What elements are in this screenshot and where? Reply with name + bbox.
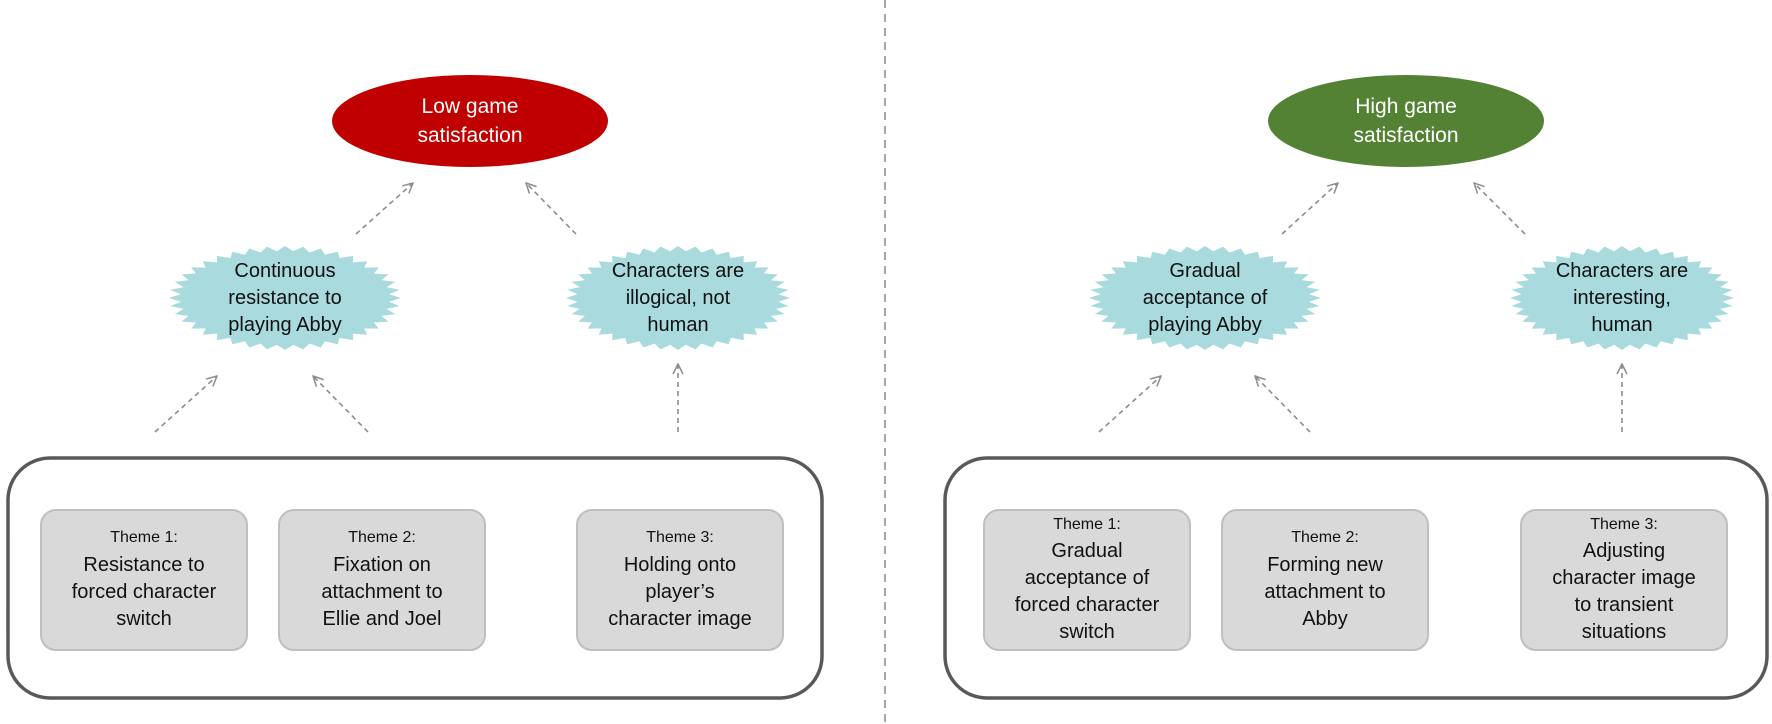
left-theme-1-number: Theme 1: [110,529,178,547]
right-arrow-theme2-to-factor1 [1255,376,1311,433]
right-factor-1-label: Gradual acceptance of playing Abby [1142,259,1268,336]
right-factor-1-burst [1089,246,1321,350]
right-arrow-factor2-to-outcome [1474,183,1526,235]
right-theme-3-number: Theme 3: [1590,515,1658,533]
right-factor-2-label: Characters are interesting, human [1555,259,1689,336]
low-satisfaction-oval [332,75,608,167]
left-arrow-factor1-to-outcome [355,183,413,235]
left-theme-3-card: Theme 3: Holding onto player’s character… [576,509,784,651]
high-satisfaction-label: High game satisfaction [1353,94,1459,147]
right-theme-2-text: Forming new attachment to Abby [1264,553,1386,630]
left-arrow-theme2-to-factor1 [313,376,369,433]
left-theme-2-card: Theme 2: Fixation on attachment to Ellie… [278,509,486,651]
left-theme-3-text: Holding onto player’s character image [608,553,752,630]
left-theme-1-card: Theme 1: Resistance to forced character … [40,509,248,651]
high-satisfaction-oval [1268,75,1544,167]
right-theme-1-card: Theme 1: Gradual acceptance of forced ch… [983,509,1191,651]
right-arrow-theme1-to-factor1 [1098,376,1161,433]
left-theme-2-number: Theme 2: [348,529,416,547]
left-theme-3-number: Theme 3: [646,529,714,547]
left-arrow-theme1-to-factor1 [154,376,217,433]
right-theme-2-card: Theme 2: Forming new attachment to Abby [1221,509,1429,651]
right-theme-3-text: Adjusting character image to transient s… [1552,540,1696,644]
left-theme-2-text: Fixation on attachment to Ellie and Joel [321,553,443,630]
right-theme-1-text: Gradual acceptance of forced character s… [1014,540,1160,644]
left-factor-2-burst [566,246,790,350]
right-theme-3-card: Theme 3: Adjusting character image to tr… [1520,509,1728,651]
right-factor-2-burst [1510,246,1734,350]
left-factor-1-label: Continuous resistance to playing Abby [228,259,342,336]
left-factor-2-label: Characters are illogical, not human [611,259,745,336]
right-arrow-factor1-to-outcome [1281,183,1338,235]
right-theme-2-number: Theme 2: [1291,529,1359,547]
right-theme-1-number: Theme 1: [1053,515,1121,533]
low-satisfaction-label: Low game satisfaction [417,94,523,147]
left-arrow-factor2-to-outcome [526,183,577,235]
left-factor-1-burst [169,246,401,350]
left-theme-1-text: Resistance to forced character switch [71,553,217,630]
